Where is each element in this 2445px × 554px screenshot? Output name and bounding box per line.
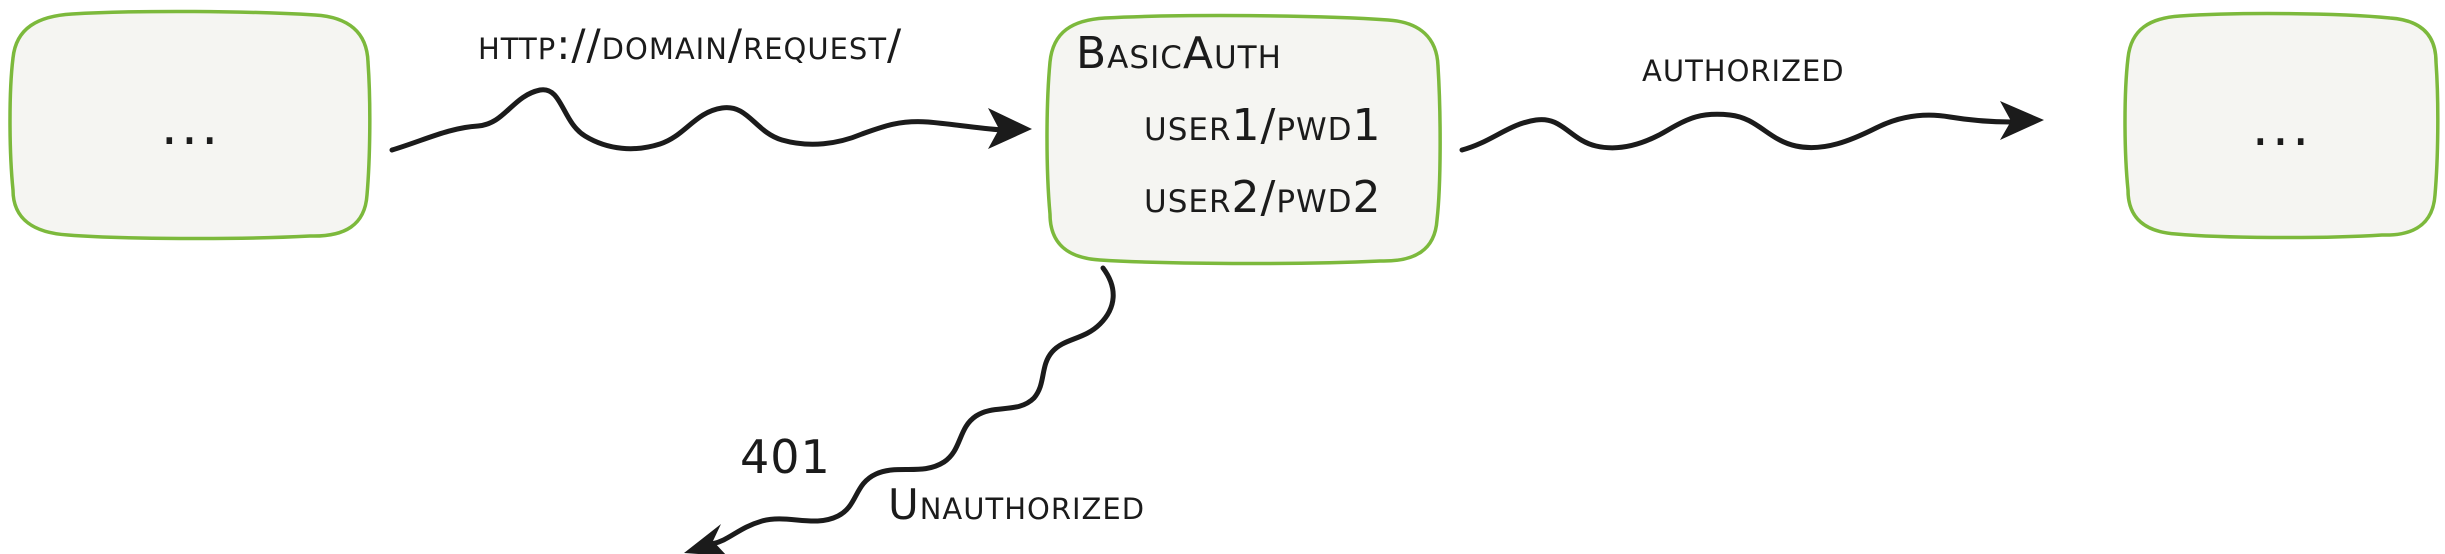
unauthorized-arrowhead-icon — [684, 524, 726, 554]
upstream-box-shape — [2123, 11, 2440, 240]
request-url-label: http://domain/request/ — [478, 20, 903, 69]
request-arrow-line — [389, 87, 1005, 153]
auth-credential-2: user2/pwd2 — [1144, 172, 1382, 223]
status-code-401-label: 401 — [740, 430, 831, 484]
unauthorized-arrow-line — [709, 265, 1116, 547]
client-box-shape — [8, 9, 372, 241]
auth-server-box-shape — [1045, 13, 1442, 266]
authorized-arrow-line — [1459, 111, 2015, 153]
client-node-label: ... — [160, 93, 222, 157]
unauthorized-label: Unauthorized — [888, 480, 1146, 529]
upstream-node-label: ... — [2251, 94, 2313, 158]
authorized-arrowhead-icon — [2000, 101, 2044, 140]
authorized-label: authorized — [1642, 42, 1845, 91]
request-arrowhead-icon — [988, 108, 1032, 149]
auth-credential-1: user1/pwd1 — [1144, 100, 1382, 151]
auth-server-title: BasicAuth — [1076, 28, 1282, 79]
